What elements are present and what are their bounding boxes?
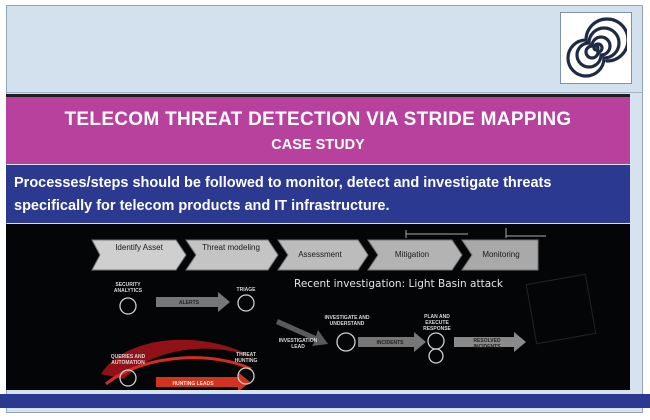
node-incidents: INCIDENTS <box>376 340 404 346</box>
node-resolved-incidents: RESOLVED INCIDENTS <box>473 338 501 350</box>
incidents-arrow <box>358 332 426 352</box>
step-chevron-identify <box>91 239 187 271</box>
step-assessment: Assessment <box>298 250 342 259</box>
step-monitoring: Monitoring <box>482 250 520 259</box>
node-triage: TRIAGE <box>236 287 256 293</box>
step-chevron-monitoring <box>461 239 539 271</box>
resolved-arrow <box>454 332 526 352</box>
description-band: Processes/steps should be followed to mo… <box>6 165 630 223</box>
step-threat-modeling: Threat modeling <box>202 243 260 252</box>
bottom-band <box>0 394 650 408</box>
threat-hunting-node-icon <box>237 367 255 385</box>
spiral-logo-icon <box>560 12 632 84</box>
step-identify-asset: Identify Asset <box>115 243 163 252</box>
node-security-analytics: SECURITY ANALYTICS <box>113 282 143 294</box>
recent-investigation-text: Recent investigation: Light Basin attack <box>294 278 503 290</box>
triage-node-icon <box>237 294 255 312</box>
slide-title: TELECOM THREAT DETECTION VIA STRIDE MAPP… <box>64 109 572 130</box>
step-chevron-assessment <box>277 239 369 271</box>
step-chevron-mitigation <box>367 239 463 271</box>
process-figure: Identify Asset Threat modeling Assessmen… <box>6 224 630 390</box>
node-alerts: ALERTS <box>179 300 199 306</box>
node-hunting-leads: HUNTING LEADS <box>172 381 214 387</box>
plan-execute-node-icon <box>427 332 445 350</box>
security-analytics-node-icon <box>119 297 137 315</box>
node-threat-hunting: THREAT HUNTING <box>234 352 258 364</box>
plan-execute-node-icon-2 <box>428 348 444 364</box>
title-band: TELECOM THREAT DETECTION VIA STRIDE MAPP… <box>6 94 630 164</box>
node-investigate: INVESTIGATE AND UNDERSTAND <box>324 315 370 327</box>
hunting-swirl <box>101 339 256 379</box>
node-plan-execute: PLAN AND EXECUTE RESPONSE <box>423 314 451 332</box>
header-strip <box>7 6 642 93</box>
alerts-arrow <box>156 292 230 312</box>
step-chevrons <box>91 239 539 271</box>
step-chevron-threat-modeling <box>185 239 279 271</box>
node-investigation-lead: INVESTIGATION LEAD <box>278 338 318 350</box>
investigate-node-icon <box>336 332 356 352</box>
hunting-leads-arrow <box>156 372 250 390</box>
queries-node-icon <box>119 369 137 387</box>
to-investigate-arrow <box>276 319 328 346</box>
node-queries-automation: QUERIES AND AUTOMATION <box>110 354 146 366</box>
slide-description: Processes/steps should be followed to mo… <box>14 175 552 214</box>
slide-subtitle: CASE STUDY <box>271 137 365 153</box>
step-mitigation: Mitigation <box>394 250 430 259</box>
